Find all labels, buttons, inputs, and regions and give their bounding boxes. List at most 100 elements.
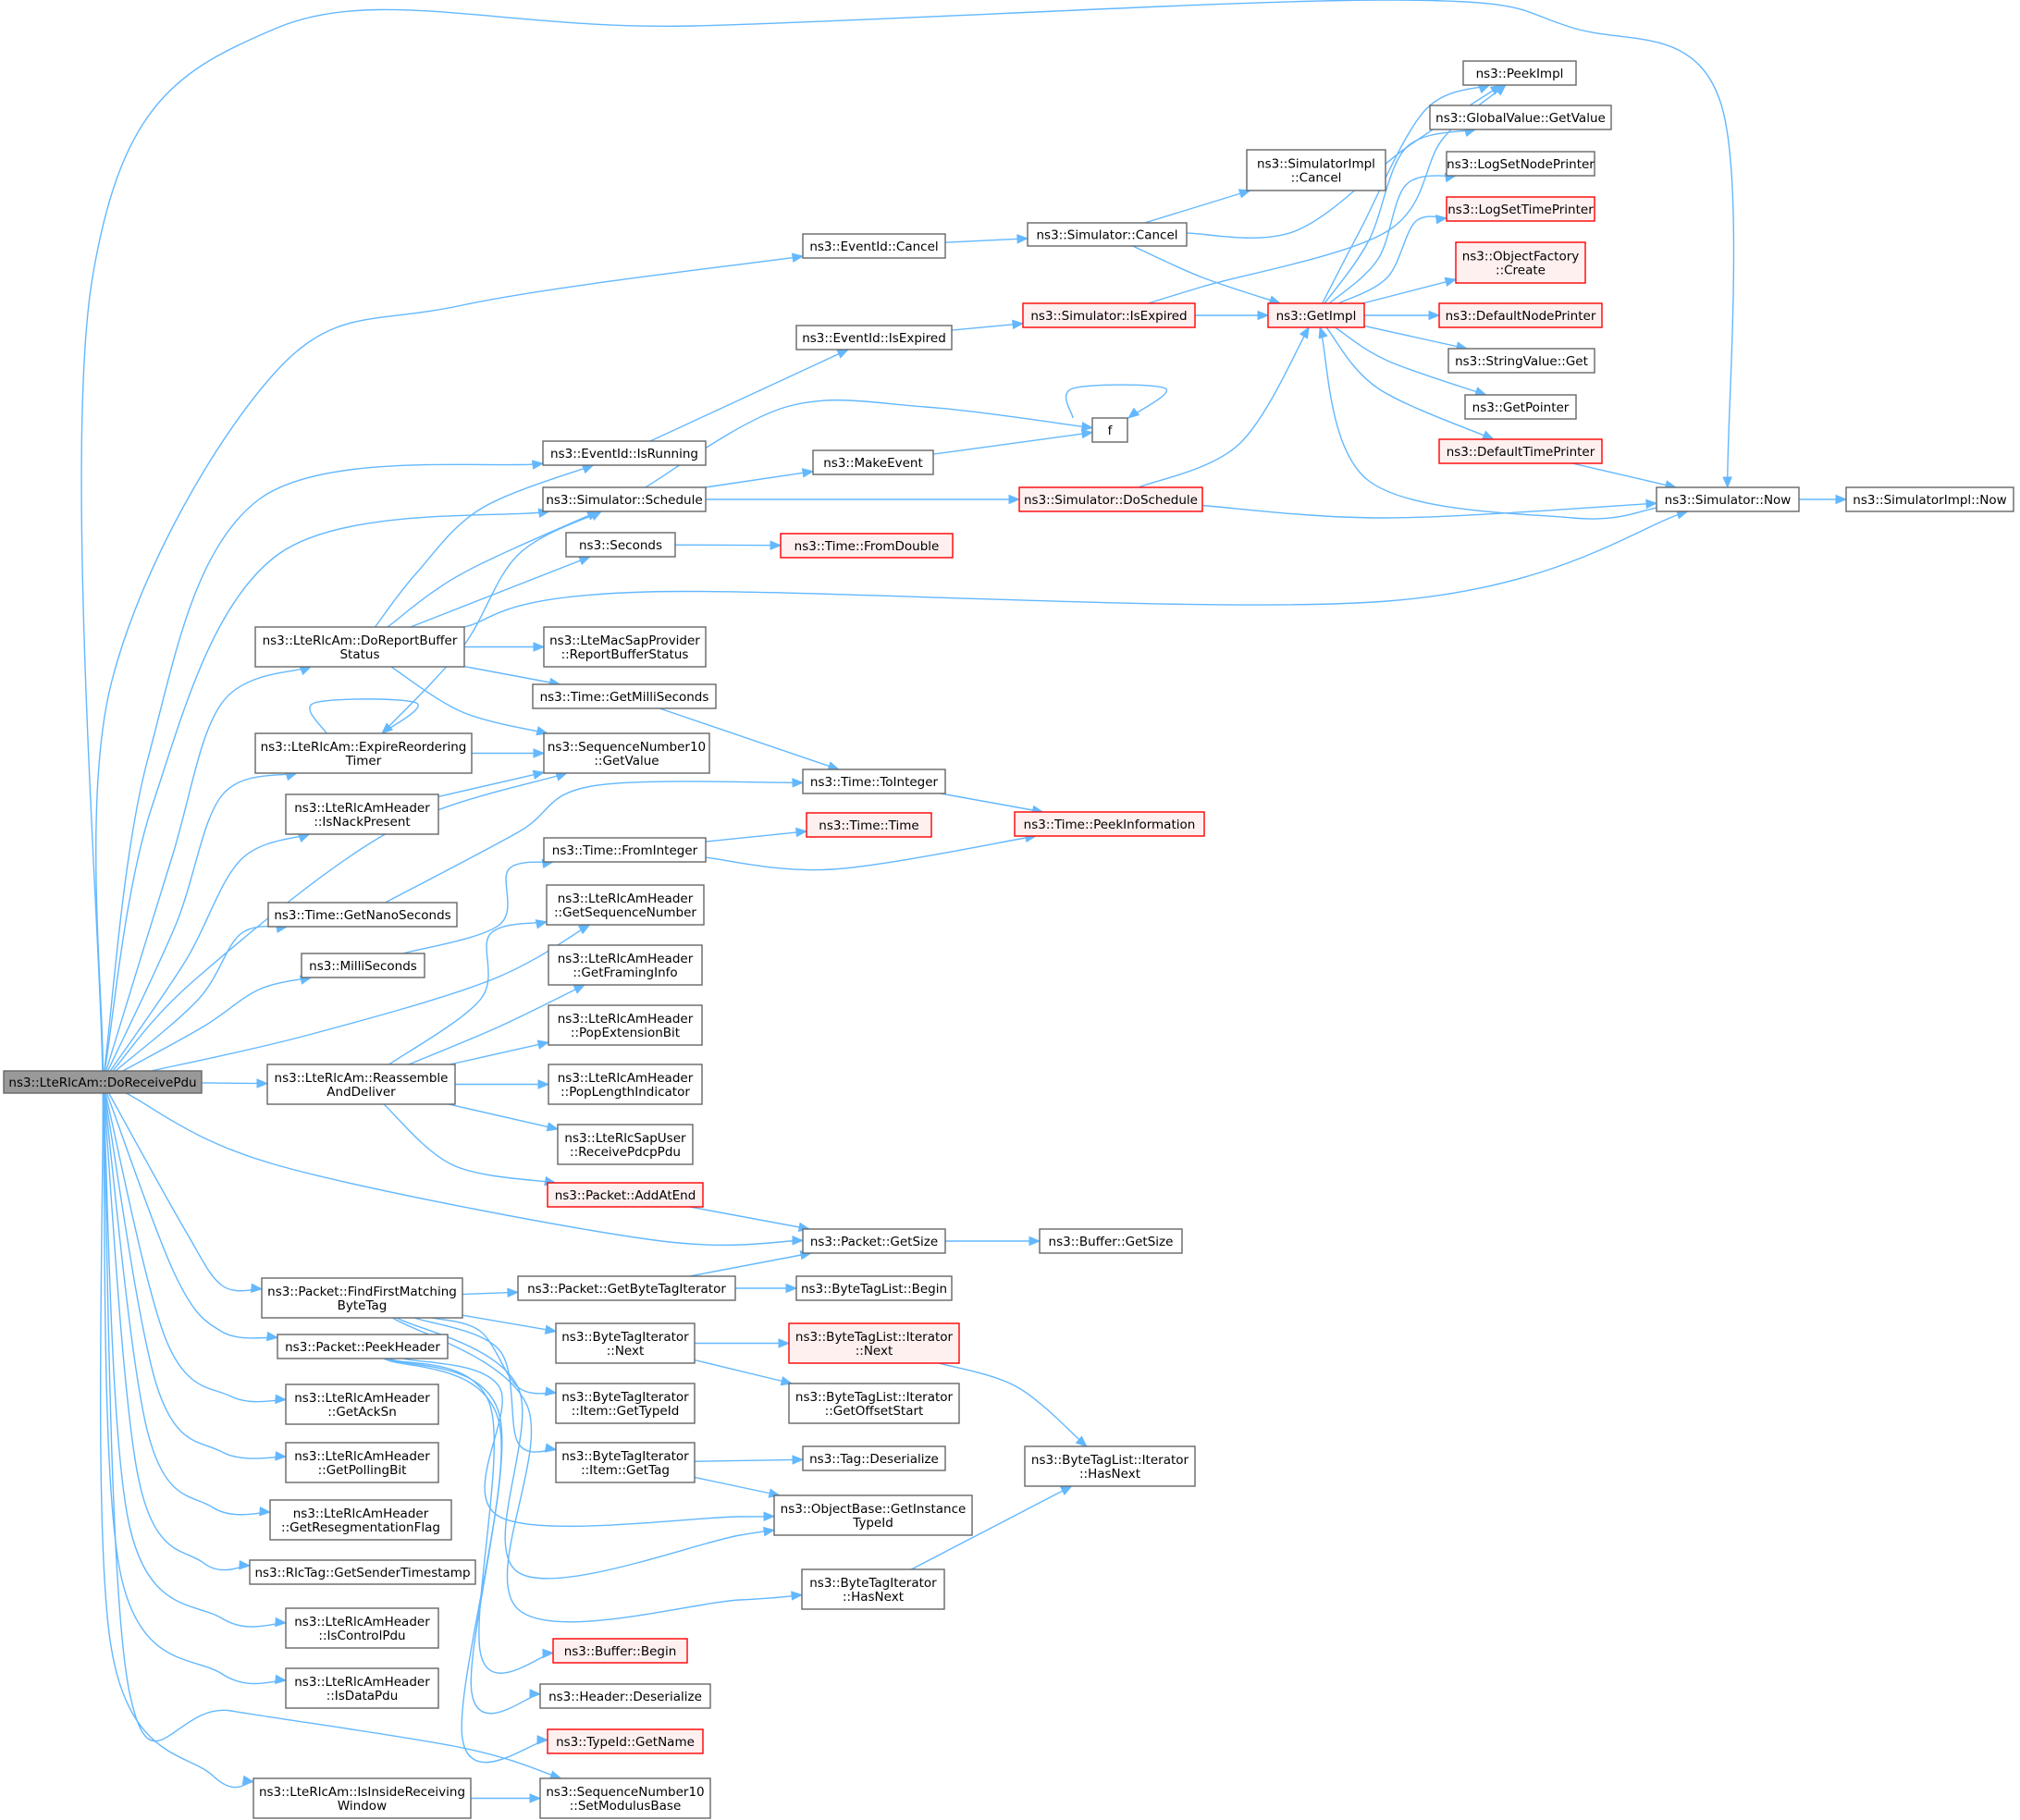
node-SeqNumGetValue[interactable]: ns3::SequenceNumber10::GetValue — [543, 732, 710, 774]
call-edge-GetImpl-to-DefaultTimePrinter — [1325, 326, 1495, 440]
node-PacketGetSize[interactable]: ns3::Packet::GetSize — [802, 1228, 946, 1254]
node-HeaderDeserialize[interactable]: ns3::Header::Deserialize — [539, 1683, 711, 1709]
node-label: ns3::Packet::GetSize — [810, 1235, 938, 1249]
node-PopExtensionBit[interactable]: ns3::LteRlcAmHeader::PopExtensionBit — [548, 1004, 703, 1046]
node-TimeGetNanoSeconds[interactable]: ns3::Time::GetNanoSeconds — [267, 902, 458, 928]
node-LogSetNodePrinter[interactable]: ns3::LogSetNodePrinter — [1446, 151, 1595, 177]
node-f[interactable]: f — [1091, 417, 1128, 443]
call-edge-PacketAddAtEnd-to-PacketGetSize — [689, 1206, 811, 1233]
node-ReceivePdcpPdu[interactable]: ns3::LteRlcSapUser::ReceivePdcpPdu — [557, 1124, 694, 1165]
node-GetPollingBit[interactable]: ns3::LteRlcAmHeader::GetPollingBit — [285, 1442, 439, 1483]
arrowhead — [535, 919, 548, 929]
node-GetByteTagIterator[interactable]: ns3::Packet::GetByteTagIterator — [517, 1275, 736, 1301]
call-edge-DoReportBufferStatus-to-SimNow — [463, 510, 1689, 628]
call-edge-ReassembleAndDeliver-to-PacketAddAtEnd — [383, 1103, 557, 1187]
node-DefaultNodePrinter[interactable]: ns3::DefaultNodePrinter — [1438, 302, 1603, 328]
node-label: ns3::LteRlcAm::Reassemble — [275, 1071, 449, 1086]
node-BufferBegin[interactable]: ns3::Buffer::Begin — [552, 1638, 688, 1664]
node-BufferGetSize[interactable]: ns3::Buffer::GetSize — [1039, 1228, 1183, 1254]
node-box — [1462, 60, 1577, 86]
node-box — [532, 683, 717, 709]
node-box — [1438, 438, 1603, 464]
node-label: ns3::Time::PeekInformation — [1024, 818, 1196, 832]
node-TimeTime[interactable]: ns3::Time::Time — [806, 812, 932, 838]
node-SimDoSchedule[interactable]: ns3::Simulator::DoSchedule — [1018, 486, 1203, 512]
node-RlcTagGetSenderTimestamp[interactable]: ns3::RlcTag::GetSenderTimestamp — [249, 1559, 476, 1585]
node-MakeEvent[interactable]: ns3::MakeEvent — [812, 449, 934, 475]
node-EventIdIsExpired[interactable]: ns3::EventId::IsExpired — [795, 325, 953, 350]
node-EventIdIsRunning[interactable]: ns3::EventId::IsRunning — [542, 440, 707, 466]
node-GetPointer[interactable]: ns3::GetPointer — [1464, 394, 1577, 420]
node-ByteTagListBegin[interactable]: ns3::ByteTagList::Begin — [795, 1275, 953, 1301]
node-box — [548, 944, 703, 986]
node-GetSequenceNumber[interactable]: ns3::LteRlcAmHeader::GetSequenceNumber — [546, 884, 705, 926]
node-label: ns3::RlcTag::GetSenderTimestamp — [254, 1566, 470, 1580]
node-TimeGetMilliSeconds[interactable]: ns3::Time::GetMilliSeconds — [532, 683, 717, 709]
node-EventIdCancel[interactable]: ns3::EventId::Cancel — [802, 233, 946, 259]
node-label: ns3::GetImpl — [1276, 309, 1357, 324]
arrowhead — [1075, 1435, 1088, 1447]
arrowhead — [1060, 1485, 1073, 1495]
node-GlobalValueGetValue[interactable]: ns3::GlobalValue::GetValue — [1429, 105, 1612, 130]
node-ByteTagIteratorNext[interactable]: ns3::ByteTagIterator::Next — [555, 1322, 696, 1364]
node-TagDeserialize[interactable]: ns3::Tag::Deserialize — [802, 1445, 946, 1471]
node-MilliSeconds[interactable]: ns3::MilliSeconds — [301, 953, 425, 978]
call-edge-EventIdCancel-to-SimCancel — [944, 234, 1029, 244]
node-root[interactable]: ns3::LteRlcAm::DoReceivePdu — [3, 1070, 203, 1094]
node-box — [546, 884, 705, 926]
node-label: ::GetValue — [594, 754, 659, 769]
node-Seconds[interactable]: ns3::Seconds — [565, 532, 676, 558]
arrowhead — [275, 1674, 288, 1685]
node-IsDataPdu[interactable]: ns3::LteRlcAmHeader::IsDataPdu — [285, 1667, 439, 1709]
node-PeekImpl[interactable]: ns3::PeekImpl — [1462, 60, 1577, 86]
node-LogSetTimePrinter[interactable]: ns3::LogSetTimePrinter — [1446, 196, 1595, 222]
node-ByteTagListIteratorHasNext[interactable]: ns3::ByteTagList::Iterator::HasNext — [1024, 1445, 1196, 1487]
node-PacketPeekHeader[interactable]: ns3::Packet::PeekHeader — [277, 1334, 449, 1359]
node-box — [285, 1442, 439, 1483]
node-GetFramingInfo[interactable]: ns3::LteRlcAmHeader::GetFramingInfo — [548, 944, 703, 986]
node-SimCancel[interactable]: ns3::Simulator::Cancel — [1027, 222, 1188, 247]
node-SetModulusBase[interactable]: ns3::SequenceNumber10::SetModulusBase — [539, 1777, 711, 1819]
node-TimeFromInteger[interactable]: ns3::Time::FromInteger — [543, 837, 707, 863]
node-ObjectFactoryCreate[interactable]: ns3::ObjectFactory::Create — [1455, 241, 1586, 284]
node-label: ByteTag — [338, 1298, 388, 1313]
call-edge-GetByteTagIterator-to-ByteTagListBegin — [735, 1283, 798, 1294]
node-GetOffsetStart[interactable]: ns3::ByteTagList::Iterator::GetOffsetSta… — [788, 1383, 960, 1424]
arrowhead — [792, 778, 805, 788]
node-SimImplCancel[interactable]: ns3::SimulatorImpl::Cancel — [1246, 149, 1386, 191]
node-TimeToInteger[interactable]: ns3::Time::ToInteger — [802, 769, 946, 794]
node-PopLengthIndicator[interactable]: ns3::LteRlcAmHeader::PopLengthIndicator — [548, 1064, 703, 1105]
node-ItemGetTag[interactable]: ns3::ByteTagIterator::Item::GetTag — [555, 1442, 696, 1483]
node-TimeFromDouble[interactable]: ns3::Time::FromDouble — [780, 533, 954, 559]
node-box — [1656, 486, 1800, 512]
node-ReportBufferStatus[interactable]: ns3::LteMacSapProvider::ReportBufferStat… — [543, 626, 707, 668]
node-GetImpl[interactable]: ns3::GetImpl — [1267, 302, 1365, 328]
call-edge-SimSchedule-to-MakeEvent — [705, 468, 815, 488]
node-PacketAddAtEnd[interactable]: ns3::Packet::AddAtEnd — [547, 1182, 704, 1208]
node-DefaultTimePrinter[interactable]: ns3::DefaultTimePrinter — [1438, 438, 1603, 464]
arrowhead — [532, 769, 546, 780]
node-TypeIdGetName[interactable]: ns3::TypeId::GetName — [547, 1728, 704, 1754]
node-ByteTagListIteratorNext[interactable]: ns3::ByteTagList::Iterator::Next — [788, 1322, 960, 1364]
node-IsNackPresent[interactable]: ns3::LteRlcAmHeader::IsNackPresent — [285, 793, 439, 835]
node-StringValueGet[interactable]: ns3::StringValue::Get — [1447, 348, 1595, 374]
node-IsControlPdu[interactable]: ns3::LteRlcAmHeader::IsControlPdu — [285, 1607, 439, 1649]
node-GetResegmentationFlag[interactable]: ns3::LteRlcAmHeader::GetResegmentationFl… — [269, 1499, 452, 1541]
node-SimIsExpired[interactable]: ns3::Simulator::IsExpired — [1022, 302, 1196, 328]
node-ByteTagIteratorHasNext[interactable]: ns3::ByteTagIterator::HasNext — [801, 1568, 945, 1610]
node-SimImplNow[interactable]: ns3::SimulatorImpl::Now — [1845, 486, 2014, 512]
node-SimNow[interactable]: ns3::Simulator::Now — [1656, 486, 1800, 512]
node-GetAckSn[interactable]: ns3::LteRlcAmHeader::GetAckSn — [285, 1383, 439, 1425]
call-edge-PacketPeekHeader-to-ObjectBaseGetInstanceTypeId — [402, 1358, 776, 1528]
node-TimePeekInformation[interactable]: ns3::Time::PeekInformation — [1014, 811, 1205, 837]
node-SimSchedule[interactable]: ns3::Simulator::Schedule — [542, 486, 707, 512]
call-edge-ExpireReorderingTimer-to-SeqNumGetValue — [472, 748, 546, 758]
node-label: ns3::DefaultTimePrinter — [1447, 445, 1595, 460]
node-ItemGetTypeId[interactable]: ns3::ByteTagIterator::Item::GetTypeId — [555, 1383, 696, 1424]
